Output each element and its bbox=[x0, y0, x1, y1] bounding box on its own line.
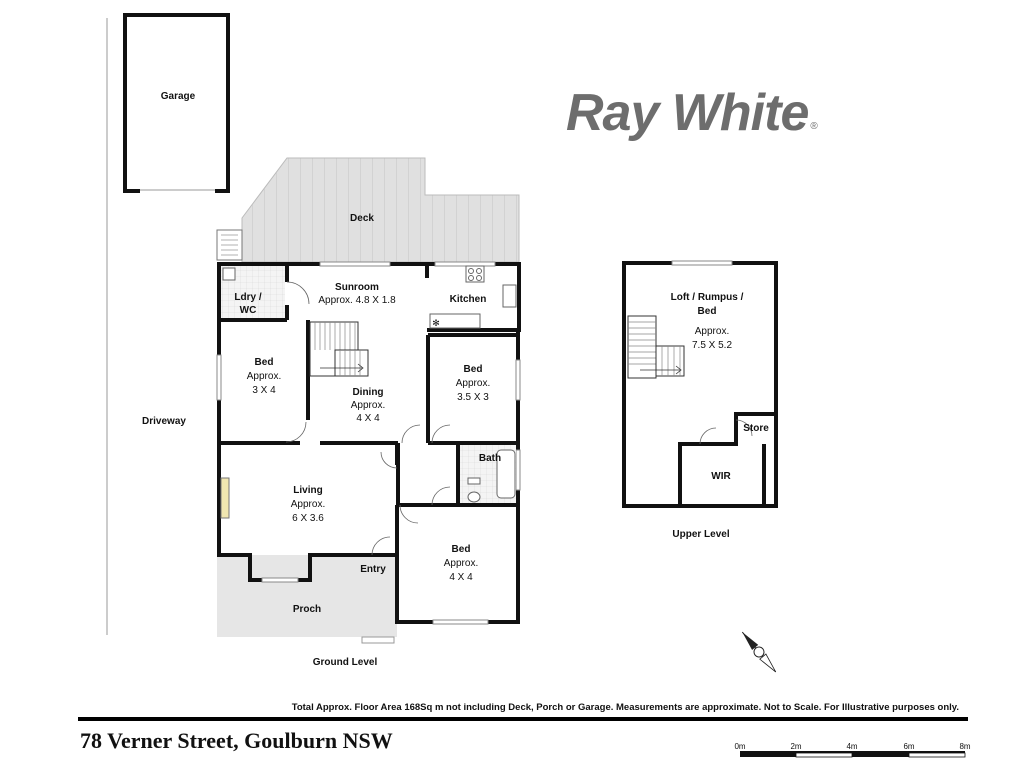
dining-size: 4 X 4 bbox=[356, 413, 380, 424]
bed-1-size: 3 X 4 bbox=[252, 385, 276, 396]
deck-label: Deck bbox=[350, 213, 374, 224]
fan-icon: ✻ bbox=[432, 318, 440, 328]
dining-approx: Approx. bbox=[351, 400, 385, 411]
scale-tick-0: 0m bbox=[734, 742, 745, 751]
garage-label: Garage bbox=[161, 91, 196, 102]
registered-mark: ® bbox=[810, 121, 817, 132]
fixtures bbox=[222, 265, 517, 503]
laundry-label-2: WC bbox=[240, 305, 257, 316]
loft-approx: Approx. bbox=[695, 326, 729, 337]
store-label: Store bbox=[743, 423, 769, 434]
garage bbox=[123, 13, 230, 193]
ground-windows bbox=[216, 261, 521, 625]
living-approx: Approx. bbox=[291, 499, 325, 510]
bed-1-label: Bed bbox=[255, 357, 274, 368]
porch bbox=[217, 555, 397, 637]
living-size: 6 X 3.6 bbox=[292, 513, 324, 524]
bed-2-size: 3.5 X 3 bbox=[457, 392, 489, 403]
disclaimer-text: Total Approx. Floor Area 168Sq m not inc… bbox=[291, 702, 959, 713]
bed-2-approx: Approx. bbox=[456, 378, 490, 389]
bed-3-size: 4 X 4 bbox=[449, 572, 473, 583]
porch-step bbox=[361, 636, 395, 644]
fireplace bbox=[220, 477, 230, 519]
driveway-label: Driveway bbox=[142, 416, 186, 427]
property-address: 78 Verner Street, Goulburn NSW bbox=[80, 728, 393, 753]
ground-stairs bbox=[309, 321, 369, 377]
ground-doors bbox=[285, 281, 451, 556]
footer-rule bbox=[78, 717, 968, 721]
bed-1-approx: Approx. bbox=[247, 371, 281, 382]
entry-label: Entry bbox=[360, 564, 386, 575]
ground-walls bbox=[217, 262, 521, 624]
bed-3-label: Bed bbox=[452, 544, 471, 555]
wir-label: WIR bbox=[711, 471, 731, 482]
loft-size: 7.5 X 5.2 bbox=[692, 340, 732, 351]
bath-label: Bath bbox=[479, 453, 501, 464]
living-label: Living bbox=[293, 485, 322, 496]
loft-label-2: Bed bbox=[698, 306, 717, 317]
scale-tick-4: 8m bbox=[959, 742, 970, 751]
porch-label: Proch bbox=[293, 604, 321, 615]
kitchen-label: Kitchen bbox=[450, 294, 487, 305]
upper-level bbox=[622, 260, 778, 508]
brand-name: Ray White bbox=[566, 84, 809, 142]
scale-bar: 0m 2m 4m 6m 8m bbox=[734, 742, 971, 758]
loft-label: Loft / Rumpus / bbox=[671, 292, 744, 303]
ray-white-logo: Ray White® bbox=[566, 83, 818, 143]
dining-label: Dining bbox=[352, 387, 383, 398]
upper-level-label: Upper Level bbox=[672, 529, 729, 540]
laundry-label: Ldry / bbox=[234, 292, 261, 303]
deck bbox=[216, 157, 520, 263]
bed-2-label: Bed bbox=[464, 364, 483, 375]
sunroom-label: Sunroom bbox=[335, 282, 379, 293]
ground-level-label: Ground Level bbox=[313, 657, 378, 668]
compass-icon bbox=[741, 631, 777, 673]
sunroom-size: Approx. 4.8 X 1.8 bbox=[318, 295, 396, 306]
bed-3-approx: Approx. bbox=[444, 558, 478, 569]
scale-tick-3: 6m bbox=[903, 742, 914, 751]
scale-tick-1: 2m bbox=[790, 742, 801, 751]
scale-tick-2: 4m bbox=[846, 742, 857, 751]
